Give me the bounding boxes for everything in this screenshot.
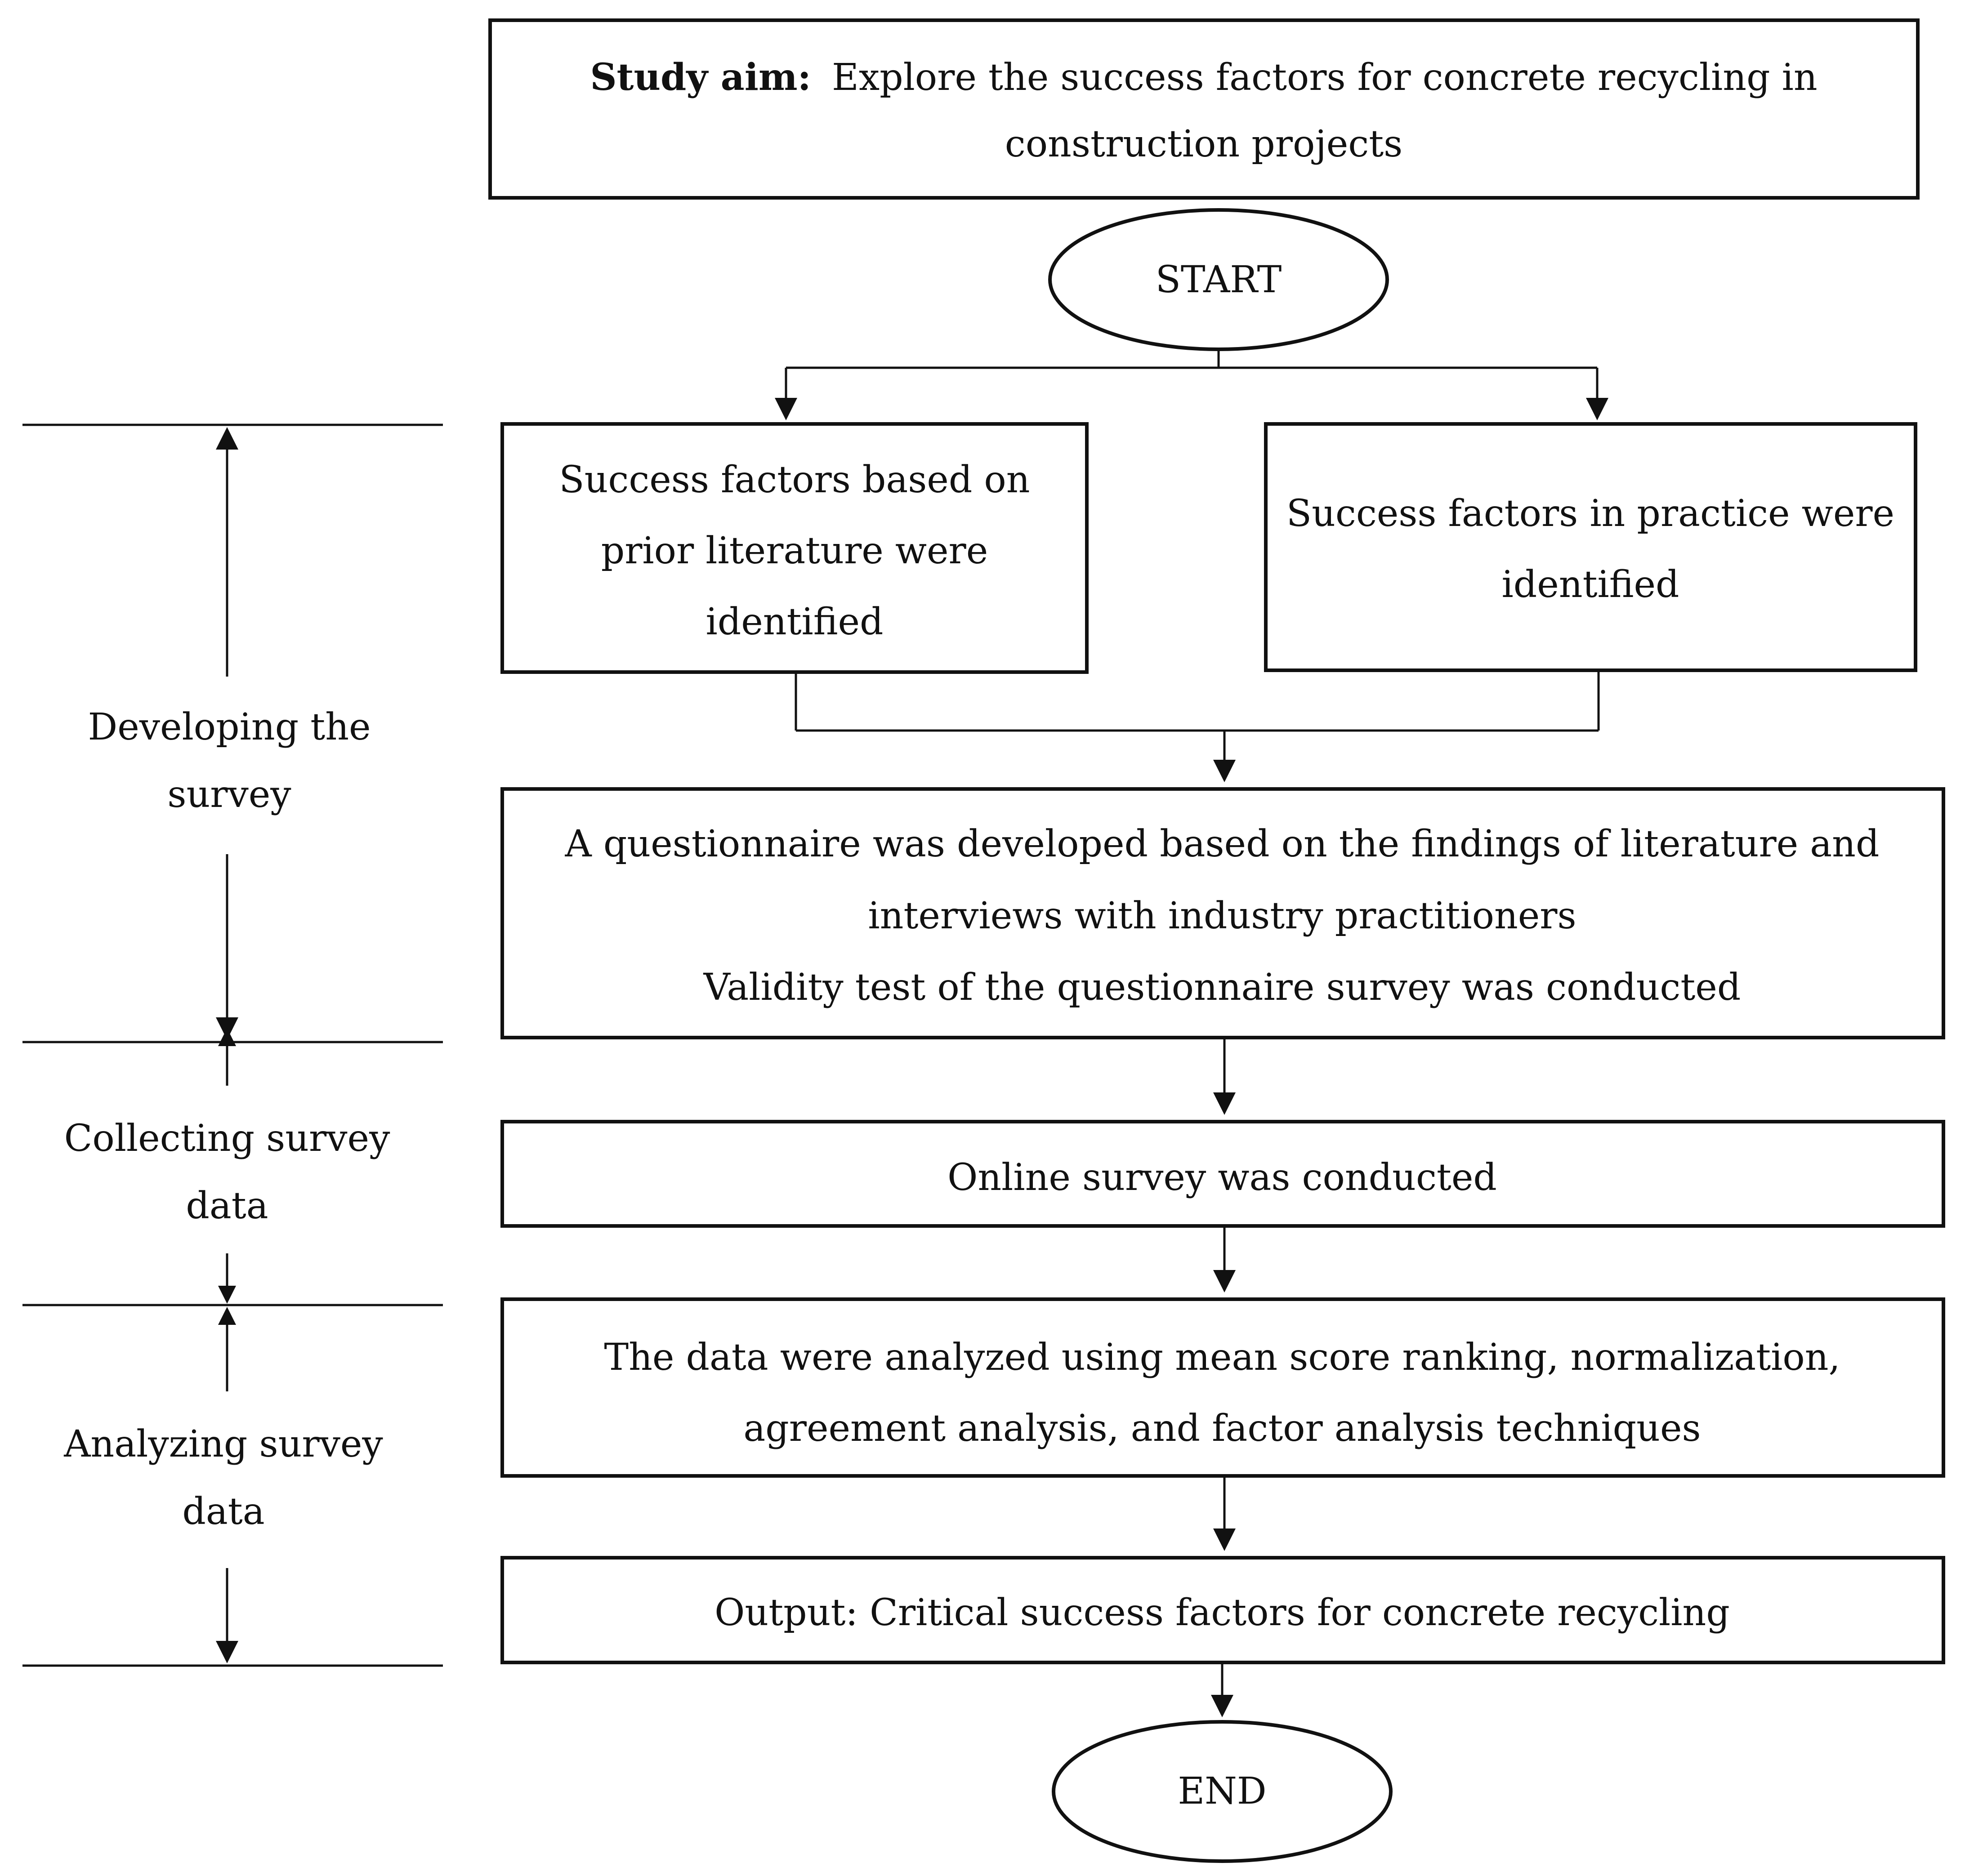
start-split-connector <box>775 349 1608 420</box>
literature-line1: Success factors based on <box>559 459 1030 501</box>
practice-line1: Success factors in practice were <box>1286 492 1894 535</box>
phase-analyzing-line1: Analyzing survey <box>63 1423 383 1466</box>
phase-analyzing: Analyzing survey data <box>63 1307 383 1663</box>
start-label: START <box>1156 258 1282 301</box>
phase-collecting: Collecting survey data <box>64 1028 391 1304</box>
questionnaire-box: A questionnaire was developed based on t… <box>500 787 1945 1039</box>
study-aim-label: Study aim: <box>590 56 811 99</box>
study-aim-text-line1: Explore the success factors for concrete… <box>832 56 1818 99</box>
online-line1: Online survey was conducted <box>947 1156 1497 1199</box>
online-survey-box: Online survey was conducted <box>500 1120 1945 1228</box>
end-label: END <box>1178 1770 1266 1813</box>
study-aim-text-line2: construction projects <box>1005 123 1402 165</box>
phase-analyzing-line2: data <box>182 1490 264 1533</box>
output-box: Output: Critical success factors for con… <box>500 1556 1945 1664</box>
analysis-line1: The data were analyzed using mean score … <box>604 1336 1840 1379</box>
merge-connector <box>795 670 1600 782</box>
phase-developing-line1: Developing the <box>88 706 371 749</box>
study-aim-box: Study aim: Explore the success factors f… <box>488 18 1920 200</box>
start-terminal: START <box>1048 208 1389 351</box>
phase-dividers <box>22 423 443 1667</box>
analysis-box: The data were analyzed using mean score … <box>500 1297 1945 1478</box>
questionnaire-line2: interviews with industry practitioners <box>868 895 1576 937</box>
phase-collecting-line1: Collecting survey <box>64 1117 391 1160</box>
literature-line2: prior literature were <box>601 530 988 572</box>
end-terminal: END <box>1052 1720 1393 1863</box>
phase-developing: Developing the survey <box>88 427 371 1040</box>
questionnaire-line3: Validity test of the questionnaire surve… <box>703 966 1741 1009</box>
literature-box: Success factors based on prior literatur… <box>500 422 1089 674</box>
literature-line3: identified <box>706 601 884 643</box>
practice-box: Success factors in practice were identif… <box>1264 422 1917 672</box>
practice-line2: identified <box>1502 563 1679 606</box>
questionnaire-line1: A questionnaire was developed based on t… <box>565 823 1880 865</box>
analysis-line2: agreement analysis, and factor analysis … <box>743 1407 1701 1450</box>
output-line1: Output: Critical success factors for con… <box>715 1591 1730 1634</box>
phase-collecting-line2: data <box>186 1185 268 1227</box>
svg-text:Study aim: Explore the s: Study aim: Explore the success factors f… <box>590 56 1817 99</box>
phase-developing-line2: survey <box>167 773 291 816</box>
